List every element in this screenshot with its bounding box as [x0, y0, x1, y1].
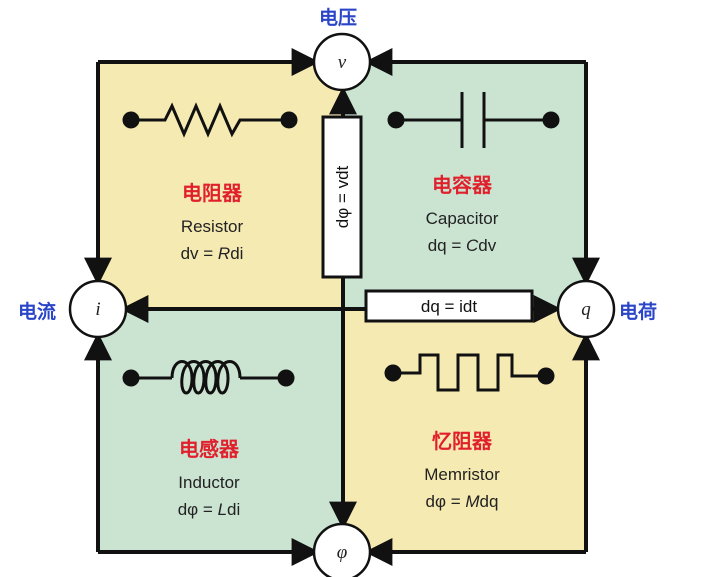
- memristor-name-cn: 忆阻器: [432, 429, 493, 453]
- memristor-symbol-icon: [384, 353, 555, 392]
- current-node-symbol: i: [95, 299, 100, 320]
- voltage-node: v: [312, 32, 372, 92]
- charge-node-symbol: q: [581, 299, 591, 320]
- inductor-quadrant: [98, 309, 343, 552]
- flux-voltage-relation-text: dφ = vdt: [333, 165, 352, 228]
- charge-current-relation-text: dq = idt: [421, 297, 478, 316]
- flux-node: φ: [312, 522, 372, 577]
- capacitor-name-cn: 电容器: [432, 173, 493, 197]
- voltage-node-symbol: v: [338, 52, 347, 73]
- resistor-equation: dv = Rdi: [181, 244, 244, 263]
- capacitor-symbol-icon: [387, 92, 560, 148]
- inductor-name-en: Inductor: [178, 473, 240, 492]
- resistor-name-en: Resistor: [181, 217, 244, 236]
- voltage-node-name: 电压: [319, 7, 358, 29]
- inductor-equation: dφ = Ldi: [178, 500, 241, 519]
- memristor-equation: dφ = Mdq: [426, 492, 499, 511]
- resistor-quadrant: [98, 62, 343, 309]
- capacitor-name-en: Capacitor: [426, 209, 499, 228]
- capacitor-quadrant: [343, 62, 586, 309]
- charge-current-relation-box: dq = idt: [364, 289, 534, 323]
- memristor-name-en: Memristor: [424, 465, 500, 484]
- resistor-name-cn: 电阻器: [182, 181, 243, 205]
- flux-voltage-relation-box: dφ = vdt: [321, 115, 363, 279]
- resistor-symbol-icon: [122, 102, 298, 138]
- flux-node-symbol: φ: [337, 542, 348, 563]
- inductor-name-cn: 电感器: [179, 437, 240, 461]
- current-node: i: [68, 279, 128, 339]
- inductor-symbol-icon: [122, 360, 295, 395]
- capacitor-equation: dq = Cdv: [428, 236, 497, 255]
- charge-node: q: [556, 279, 616, 339]
- current-node-name: 电流: [18, 301, 57, 323]
- charge-node-name: 电荷: [619, 301, 658, 323]
- memristor-quadrant: [343, 309, 586, 552]
